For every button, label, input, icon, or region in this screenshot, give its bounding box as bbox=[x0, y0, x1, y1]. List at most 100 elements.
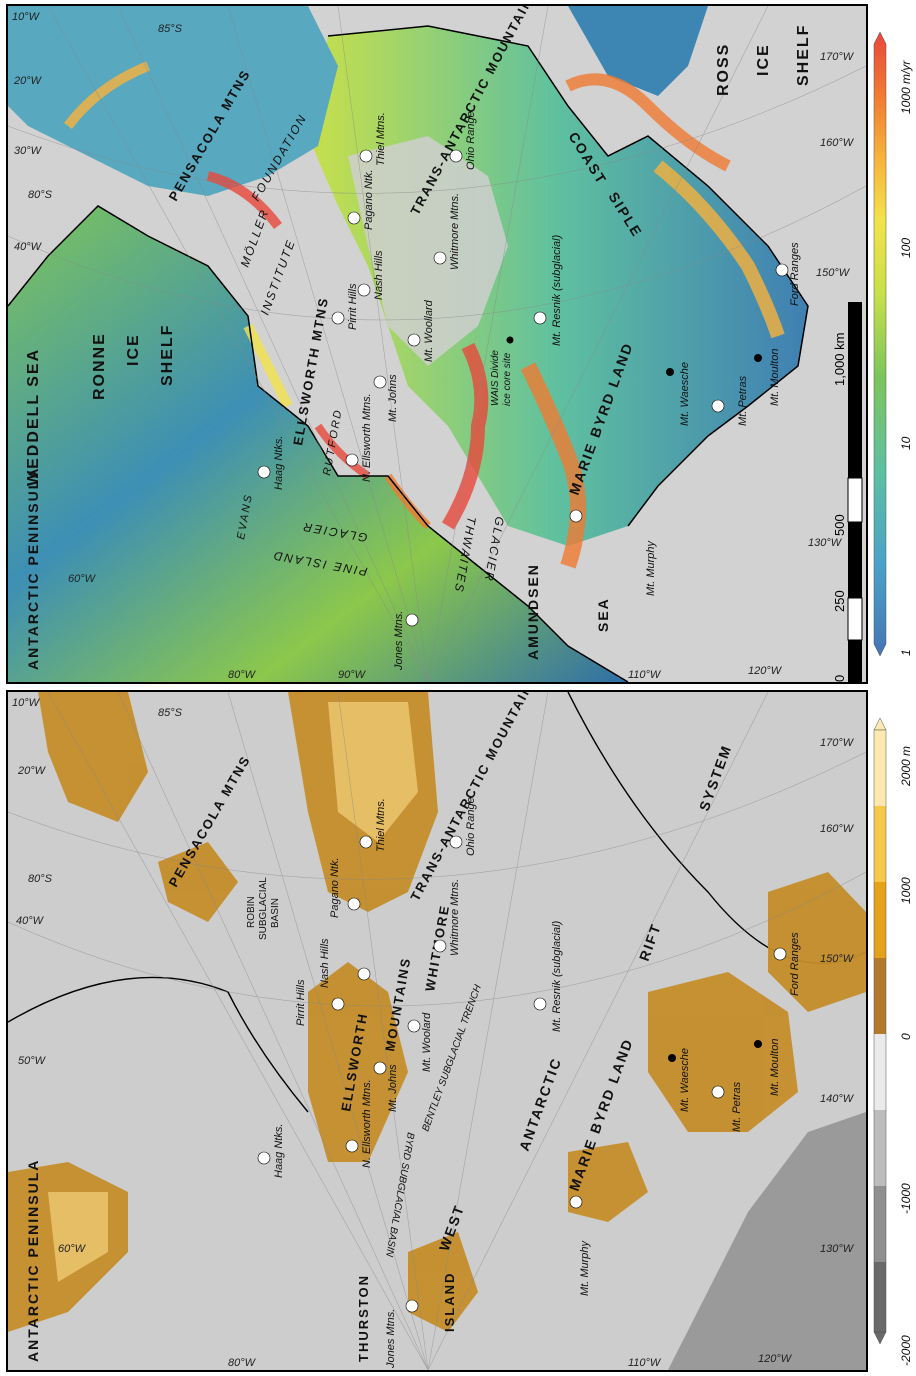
site-ohio: Ohio Range bbox=[449, 797, 477, 856]
velocity-colorbar-100: 100 bbox=[899, 238, 913, 258]
label-robin-2: SUBGLACIAL bbox=[258, 877, 269, 940]
graticule-130w: 130°W bbox=[808, 537, 843, 549]
svg-text:Ohio Range: Ohio Range bbox=[465, 797, 477, 856]
graticule-60w: 60°W bbox=[58, 1243, 87, 1255]
graticule-50w: 50°W bbox=[18, 1055, 47, 1067]
site-ford: Ford Ranges bbox=[773, 932, 801, 996]
graticule-150w: 150°W bbox=[816, 267, 851, 279]
label-wais-divide: WAIS Divide bbox=[490, 350, 501, 406]
graticule-120w: 120°W bbox=[758, 1353, 793, 1365]
elev-band-0 bbox=[874, 1034, 886, 1110]
elev-band-m1500 bbox=[874, 1262, 886, 1332]
svg-text:Mt. Murphy: Mt. Murphy bbox=[579, 1239, 591, 1296]
siple-coast-stream bbox=[653, 160, 785, 339]
svg-text:Pirrit Hills: Pirrit Hills bbox=[295, 979, 307, 1026]
elev-colorbar-m1000: -1000 bbox=[899, 1183, 913, 1214]
graticule-90w: 90°W bbox=[338, 669, 367, 681]
graticule-160w: 160°W bbox=[820, 137, 855, 149]
label-weddell-sea: WEDDELL SEA bbox=[25, 348, 42, 486]
svg-text:N. Ellsworth Mtns.: N. Ellsworth Mtns. bbox=[361, 393, 373, 482]
graticule-40w: 40°W bbox=[16, 915, 45, 927]
graticule-170w: 170°W bbox=[820, 51, 855, 63]
graticule-80s: 80°S bbox=[28, 189, 53, 201]
svg-text:Mt. Johns: Mt. Johns bbox=[387, 1064, 399, 1112]
site-n-ellsworth: N. Ellsworth Mtns. bbox=[345, 393, 373, 482]
graticule bbox=[8, 692, 866, 1370]
site-murphy: Mt. Murphy bbox=[569, 1195, 591, 1296]
site-ohio: Ohio Range bbox=[449, 111, 477, 170]
elev-colorbar-0: 0 bbox=[899, 1033, 913, 1040]
site-markers: Thiel Mtns. Pagano Ntk. Nash Hills Pirri… bbox=[257, 797, 801, 1369]
svg-text:Mt. Murphy: Mt. Murphy bbox=[645, 539, 657, 596]
scale-bar: 0 250 500 1,000 km bbox=[832, 302, 863, 682]
elev-colorbar-max: 2000 m bbox=[899, 746, 913, 787]
site-waesche: Mt. Waesche bbox=[668, 1048, 691, 1112]
velocity-colorbar-max: 1000 m/yr bbox=[899, 60, 913, 114]
site-jones: Jones Mtns. bbox=[385, 1299, 419, 1369]
svg-text:Mt. Johns: Mt. Johns bbox=[387, 374, 399, 422]
svg-text:Nash Hills: Nash Hills bbox=[319, 938, 331, 988]
graticule-40w: 40°W bbox=[14, 241, 43, 253]
graticule-labels: 10°W 20°W 40°W 50°W 60°W 80°W 110°W 120°… bbox=[12, 697, 855, 1369]
interior-slow-zone bbox=[348, 136, 508, 366]
site-petras: Mt. Petras bbox=[711, 1081, 743, 1132]
grounding-line-ross bbox=[327, 25, 809, 527]
deep-ocean bbox=[668, 1112, 866, 1370]
label-robin-3: BASIN bbox=[270, 898, 281, 928]
scale-tick-250: 250 bbox=[832, 590, 847, 612]
ice-velocity-map: 10°W 20°W 30°W 40°W 60°W 80°W 90°W 110°W… bbox=[6, 4, 868, 684]
svg-text:Pagano Ntk.: Pagano Ntk. bbox=[363, 169, 375, 230]
site-resnik: Mt. Resnik (subglacial) bbox=[533, 920, 563, 1032]
site-murphy: Mt. Murphy bbox=[569, 509, 657, 596]
svg-text:N. Ellsworth Mtns.: N. Ellsworth Mtns. bbox=[361, 1079, 373, 1168]
elevation-colorbar: 2000 m 1000 0 -1000 -2000 bbox=[870, 690, 914, 1372]
graticule-110w: 110°W bbox=[628, 669, 662, 681]
site-nash: Nash Hills bbox=[357, 250, 385, 300]
grounding-line bbox=[8, 205, 629, 682]
thwaites-stream bbox=[520, 362, 586, 569]
graticule-30w: 30°W bbox=[14, 145, 43, 157]
svg-text:Ohio Range: Ohio Range bbox=[465, 111, 477, 170]
elev-band-m500 bbox=[874, 1110, 886, 1186]
velocity-colorbar: 1000 m/yr 100 10 1 bbox=[870, 4, 914, 684]
graticule bbox=[8, 6, 866, 682]
site-ford: Ford Ranges bbox=[775, 242, 801, 306]
site-nash: Nash Hills bbox=[319, 938, 371, 988]
site-haag: Haag Ntks. bbox=[257, 436, 285, 490]
site-petras: Mt. Petras bbox=[711, 375, 749, 426]
institute-stream bbox=[243, 323, 293, 409]
graticule-85s: 85°S bbox=[158, 23, 183, 35]
site-moulton: Mt. Moulton bbox=[754, 349, 781, 406]
svg-text:Mt. Moulton: Mt. Moulton bbox=[769, 349, 781, 406]
velocity-colorbar-scale bbox=[873, 31, 887, 657]
elev-band-1500 bbox=[874, 806, 886, 882]
elev-colorbar-m2000: -2000 bbox=[899, 1335, 913, 1366]
site-thiel: Thiel Mtns. bbox=[359, 798, 387, 852]
scale-tick-0: 0 bbox=[832, 675, 847, 682]
graticule-20w: 20°W bbox=[17, 765, 47, 777]
svg-text:Mt. Resnik (subglacial): Mt. Resnik (subglacial) bbox=[551, 234, 563, 346]
label-ross-ice: ICE bbox=[755, 43, 772, 76]
label-ross: ROSS bbox=[715, 43, 732, 96]
scale-tick-1000: 1,000 km bbox=[832, 333, 847, 386]
svg-text:Mt. Petras: Mt. Petras bbox=[731, 1081, 743, 1132]
graticule-10w: 10°W bbox=[12, 11, 41, 23]
svg-text:Ford Ranges: Ford Ranges bbox=[789, 932, 801, 996]
site-pirrit: Pirrit Hills bbox=[331, 283, 359, 330]
graticule-20w: 20°W bbox=[13, 75, 43, 87]
velocity-colorbar-10: 10 bbox=[899, 436, 913, 450]
site-whitmore: Whitmore Mtns. bbox=[433, 879, 461, 956]
label-amundsen-sea: SEA bbox=[595, 597, 611, 632]
rutford-stream bbox=[314, 423, 371, 480]
label-ross-shelf: SHELF bbox=[795, 24, 812, 86]
svg-text:Pirrit Hills: Pirrit Hills bbox=[347, 283, 359, 330]
svg-text:Mt. Resnik (subglacial): Mt. Resnik (subglacial) bbox=[551, 920, 563, 1032]
label-antarctic-peninsula: ANTARCTIC PENINSULA bbox=[25, 1159, 41, 1362]
graticule-170w: 170°W bbox=[820, 737, 855, 749]
svg-text:Mt. Waesche: Mt. Waesche bbox=[679, 362, 691, 426]
svg-text:Thiel Mtns.: Thiel Mtns. bbox=[375, 798, 387, 852]
svg-text:Ford Ranges: Ford Ranges bbox=[789, 242, 801, 306]
graticule-130w: 130°W bbox=[820, 1243, 855, 1255]
svg-text:Whitmore Mtns.: Whitmore Mtns. bbox=[449, 879, 461, 956]
pensacola-stream bbox=[64, 61, 150, 130]
